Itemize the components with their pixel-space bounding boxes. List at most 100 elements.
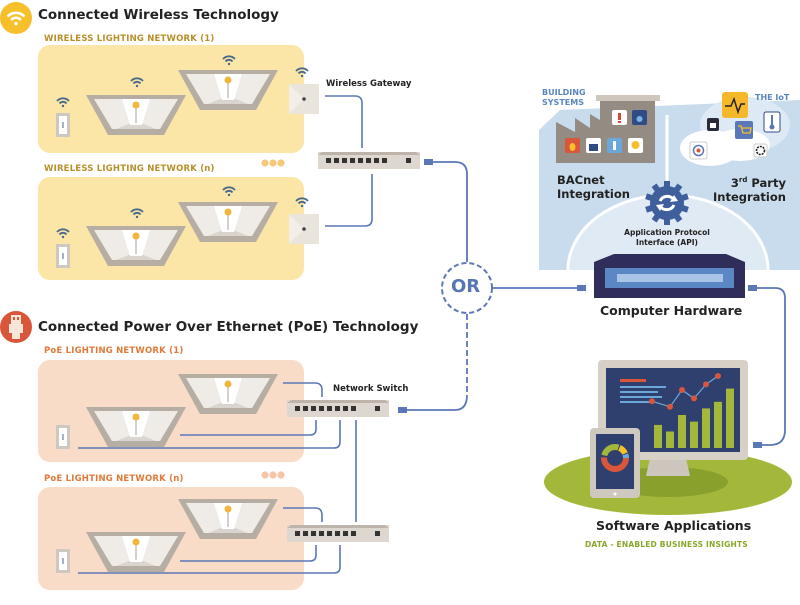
- text-line: [620, 386, 666, 388]
- poe-section: [0, 311, 389, 590]
- wifi-icon: [6, 11, 26, 26]
- wall-switch-icon: [56, 244, 70, 268]
- ethernet-port: [319, 406, 324, 411]
- wall-switch-icon: [56, 113, 70, 137]
- cable: [325, 174, 373, 227]
- wireless-network-1-label: WIRELESS LIGHTING NETWORK (1): [44, 34, 215, 44]
- more-dot: [277, 471, 285, 479]
- or-label: OR: [451, 276, 481, 297]
- chart-bar: [714, 401, 722, 448]
- wireless-gateway-icon: [289, 84, 319, 114]
- computer-hardware-label: Computer Hardware: [600, 303, 743, 318]
- ethernet-port: [351, 531, 356, 536]
- chart-point: [667, 403, 673, 410]
- building-systems-label: BUILDING SYSTEMS: [542, 88, 586, 108]
- or-connector: [398, 262, 586, 413]
- cable: [180, 545, 317, 562]
- chart-bar: [654, 424, 662, 448]
- ethernet-port: [326, 158, 331, 163]
- wall-switch-icon: [56, 425, 70, 449]
- chart-bar: [690, 421, 698, 448]
- ethernet-port: [319, 531, 324, 536]
- text-line: [620, 396, 662, 398]
- uplink-port: [406, 158, 411, 163]
- api-line1: Application Protocol: [624, 228, 710, 237]
- api-label: Application Protocol Interface (API): [617, 228, 717, 248]
- third-party-rest: Party: [747, 175, 786, 190]
- more-dot: [269, 471, 277, 479]
- third-party-num: 3: [730, 175, 739, 190]
- wall-switch-icon: [56, 549, 70, 573]
- wireless-network-switch: [318, 152, 420, 169]
- bacnet-line2: Integration: [557, 187, 630, 201]
- wireless-section: [0, 2, 468, 280]
- iot-label: THE IoT: [755, 93, 790, 102]
- poe-network-1-label: PoE LIGHTING NETWORK (1): [44, 346, 184, 356]
- cable: [283, 507, 323, 522]
- poe-title: Connected Power Over Ethernet (PoE) Tech…: [38, 319, 419, 335]
- ethernet-port: [351, 406, 356, 411]
- third-party-integration-label: 3rd Party Integration: [713, 173, 786, 204]
- ethernet-port: [343, 531, 348, 536]
- poe-network-n-label: PoE LIGHTING NETWORK (n): [44, 474, 184, 484]
- chart-bar: [702, 408, 710, 448]
- ethernet-port: [327, 531, 332, 536]
- iot-icons: [689, 92, 781, 160]
- bacnet-integration-label: BACnet Integration: [557, 173, 630, 201]
- more-dot: [269, 159, 277, 167]
- building-systems-line1: BUILDING: [542, 88, 586, 97]
- integration-section: [539, 92, 800, 271]
- ethernet-port: [334, 158, 339, 163]
- building-factory-icon: [556, 95, 660, 163]
- software-applications-title: Software Applications: [596, 518, 752, 533]
- wireless-title: Connected Wireless Technology: [38, 7, 279, 23]
- network-switch-label: Network Switch: [333, 384, 409, 394]
- ethernet-port: [303, 531, 308, 536]
- cable: [78, 420, 341, 449]
- api-line2: Interface (API): [636, 238, 698, 247]
- cable: [180, 420, 317, 436]
- ethernet-port: [327, 406, 332, 411]
- chart-point: [715, 373, 721, 379]
- ethernet-port: [366, 158, 371, 163]
- api-gear-icon: [645, 181, 689, 225]
- ethernet-port: [311, 406, 316, 411]
- chart-bar: [666, 431, 674, 448]
- more-dot: [277, 159, 285, 167]
- cable: [78, 545, 341, 574]
- heartbeat-icon: [722, 92, 748, 118]
- ethernet-port: [358, 158, 363, 163]
- text-line: [620, 401, 650, 403]
- cable: [325, 95, 363, 148]
- third-party-sup: rd: [738, 176, 748, 184]
- wireless-gateway-label: Wireless Gateway: [326, 79, 412, 89]
- plug-icon: [748, 285, 757, 291]
- text-line: [620, 391, 658, 393]
- plug-icon: [424, 159, 433, 165]
- cable: [757, 287, 786, 446]
- more-dot: [261, 159, 269, 167]
- ethernet-plug-icon: [9, 315, 23, 339]
- building-systems-line2: SYSTEMS: [542, 98, 584, 107]
- chart-point: [649, 398, 655, 405]
- wireless-gateway-icon: [289, 214, 319, 244]
- poe-network-switch: [287, 525, 389, 542]
- cable: [428, 161, 468, 262]
- chart-title-line: [620, 379, 646, 382]
- ethernet-port: [335, 406, 340, 411]
- poe-network-switch: [287, 400, 389, 417]
- wireless-network-n-label: WIRELESS LIGHTING NETWORK (n): [44, 164, 215, 174]
- ethernet-port: [335, 531, 340, 536]
- ethernet-port: [295, 531, 300, 536]
- cable: [283, 382, 323, 397]
- ethernet-port: [350, 158, 355, 163]
- software-applications-icon: [544, 360, 792, 515]
- ethernet-port: [311, 531, 316, 536]
- more-dot: [261, 471, 269, 479]
- ethernet-port: [303, 406, 308, 411]
- third-party-line2: Integration: [713, 189, 786, 204]
- chart-bar: [678, 415, 686, 448]
- chart-point: [679, 387, 685, 393]
